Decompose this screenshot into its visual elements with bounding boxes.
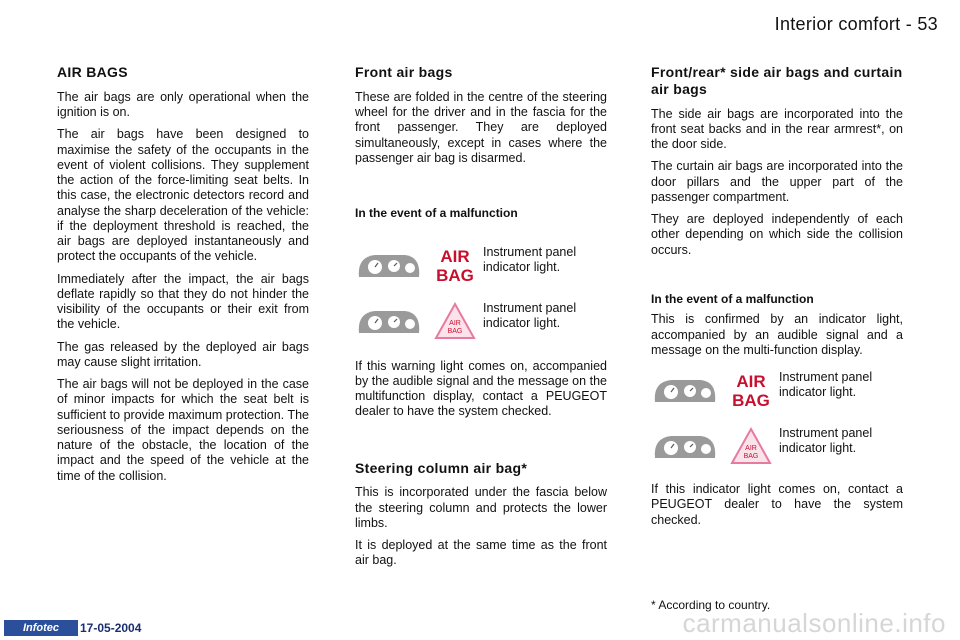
paragraph: Immediately after the impact, the air ba… [57, 271, 309, 332]
svg-text:BAG: BAG [744, 453, 759, 460]
paragraph: It is deployed at the same time as the f… [355, 538, 607, 568]
instrument-cluster-icon [358, 310, 420, 333]
indicator-label: Instrument panel indicator light. [483, 300, 577, 330]
section-heading-air-bags: AIR BAGS [57, 64, 128, 80]
paragraph: This is confirmed by an indicator light,… [651, 312, 903, 357]
svg-text:BAG: BAG [448, 328, 463, 335]
indicator-label: Instrument panel indicator light. [779, 370, 873, 400]
paragraph: The air bags will not be deployed in the… [57, 377, 309, 483]
indicator-row: AIR BAG Instrument panel indicator light… [651, 424, 903, 476]
malfunction-heading: In the event of a malfunction [355, 206, 518, 221]
infotec-logo: Infotec [4, 620, 78, 636]
paragraph: The side air bags are incorporated into … [651, 106, 903, 152]
airbag-warning-icon: AIR BAG [732, 372, 770, 410]
malfunction-heading: In the event of a malfunction [651, 291, 814, 306]
section-heading-steering-column: Steering column air bag* [355, 459, 528, 476]
section-heading-side-air-bags: Front/rear* side air bags and curtain ai… [651, 64, 903, 97]
paragraph: This is incorporated under the fascia be… [355, 485, 607, 530]
instrument-cluster-icon [654, 436, 716, 459]
paragraph: If this indicator light comes on, contac… [651, 482, 903, 527]
svg-text:AIR: AIR [736, 372, 765, 391]
column-air-bags: AIR BAGS The air bags are only operation… [57, 64, 309, 491]
footnote: * According to country. [651, 598, 771, 612]
paragraph: These are folded in the centre of the st… [355, 89, 607, 165]
airbag-warning-icon: AIR BAG [436, 247, 474, 285]
paragraph: The curtain air bags are incorporated in… [651, 159, 903, 204]
svg-text:AIR: AIR [440, 247, 469, 266]
indicator-row: AIR BAG Instrument panel indicator light… [355, 299, 607, 351]
instrument-cluster-icon [654, 380, 716, 403]
svg-text:AIR: AIR [449, 320, 461, 327]
svg-text:BAG: BAG [436, 266, 474, 285]
instrument-cluster-icon [358, 254, 420, 277]
paragraph: They are deployed independently of each … [651, 212, 903, 257]
indicator-row: AIR BAG Instrument panel indicator light… [651, 368, 903, 420]
column-front-air-bags: Front air bags These are folded in the c… [355, 64, 607, 576]
print-date: 17-05-2004 [80, 621, 142, 635]
airbag-triangle-icon: AIR BAG [434, 301, 476, 339]
paragraph: The air bags are only operational when t… [57, 89, 309, 120]
svg-text:AIR: AIR [745, 445, 757, 452]
watermark: carmanualsonline.info [682, 608, 946, 638]
indicator-label: Instrument panel indicator light. [483, 244, 577, 274]
airbag-triangle-icon: AIR BAG [730, 427, 772, 465]
svg-text:BAG: BAG [732, 391, 770, 410]
paragraph: The air bags have been designed to maxim… [57, 127, 309, 264]
page-header: Interior comfort - 53 [774, 14, 938, 34]
indicator-label: Instrument panel indicator light. [779, 426, 873, 456]
column-side-air-bags: Front/rear* side air bags and curtain ai… [651, 64, 903, 535]
section-heading-front-air-bags: Front air bags [355, 64, 453, 80]
paragraph: If this warning light comes on, accompan… [355, 358, 607, 419]
indicator-row: AIR BAG Instrument panel indicator light… [355, 243, 607, 295]
paragraph: The gas released by the deployed air bag… [57, 339, 309, 369]
